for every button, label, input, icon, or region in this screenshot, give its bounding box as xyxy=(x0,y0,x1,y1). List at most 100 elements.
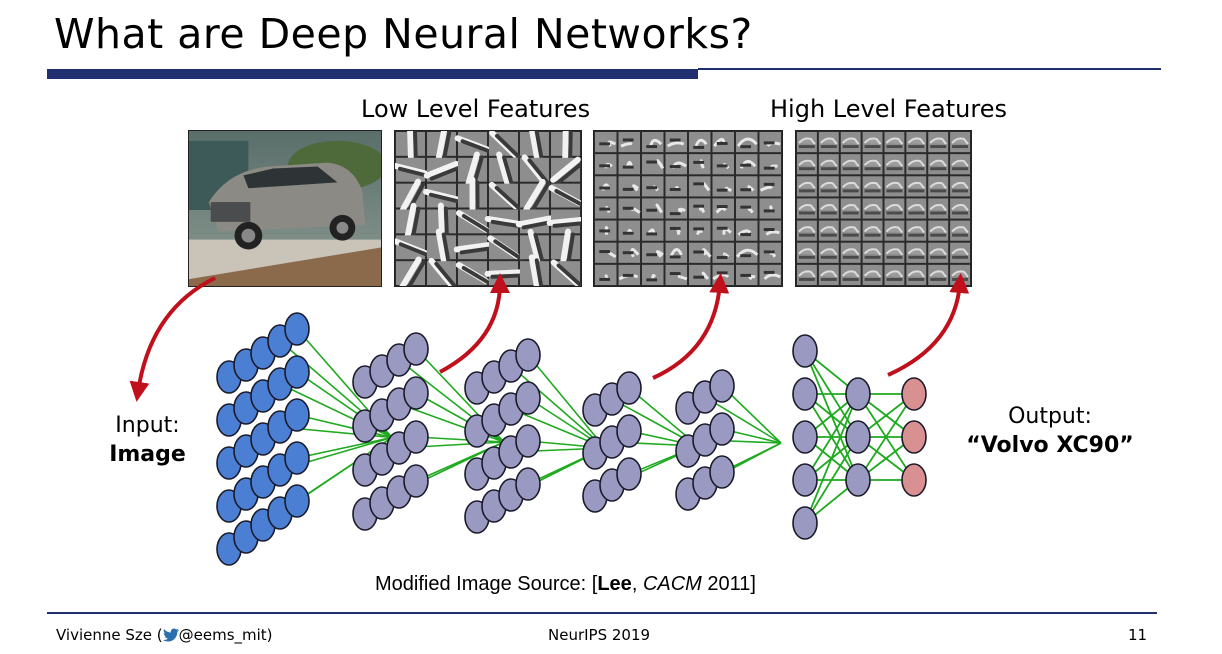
feature-tile xyxy=(862,220,883,241)
feature-tile xyxy=(928,131,949,153)
arrow-layer2-to-features-icon xyxy=(652,273,730,380)
footer-author-name: Vivienne Sze ( xyxy=(56,626,163,644)
dense-2-node xyxy=(845,377,871,411)
feature-tile xyxy=(423,157,464,182)
feature-tile xyxy=(906,242,927,263)
feature-tile xyxy=(519,228,550,268)
feature-tile xyxy=(840,242,861,263)
output-label-line2: “Volvo XC90” xyxy=(966,433,1134,458)
feature-tile xyxy=(712,242,735,263)
high-level-feature-map xyxy=(795,130,972,287)
feature-tile xyxy=(906,154,927,175)
feature-tile xyxy=(426,202,457,243)
feature-tile xyxy=(550,156,581,185)
footer-page-number: 11 xyxy=(1128,626,1148,644)
feature-tile xyxy=(735,242,759,263)
output-node xyxy=(901,377,927,411)
feature-tile xyxy=(519,154,552,188)
output-node xyxy=(901,463,927,497)
feature-tile xyxy=(759,264,782,286)
footer-handle: @eems_mit) xyxy=(178,626,273,644)
source-author: Lee xyxy=(597,573,632,595)
feature-tile xyxy=(735,264,758,286)
feature-tile xyxy=(594,242,617,263)
source-venue: CACM xyxy=(642,573,702,595)
feature-tile xyxy=(884,220,905,241)
feature-tile xyxy=(950,154,971,175)
feature-tile xyxy=(840,131,861,153)
feature-tile xyxy=(546,209,581,234)
feature-tile xyxy=(928,242,949,263)
feature-tile xyxy=(423,183,464,208)
dense-2-node xyxy=(845,463,871,497)
feature-tile xyxy=(618,131,641,153)
feature-tile xyxy=(796,220,817,241)
feature-tile xyxy=(735,220,758,241)
feature-tile xyxy=(618,154,641,175)
feature-tile xyxy=(488,151,519,190)
feature-tile xyxy=(426,131,457,165)
twitter-bird-icon xyxy=(162,628,179,646)
feature-tile xyxy=(928,198,949,219)
feature-tile xyxy=(840,154,861,175)
feature-tile xyxy=(759,154,782,175)
hidden-layer-1-node xyxy=(403,376,429,410)
feature-tile xyxy=(906,131,927,153)
dense-2-node xyxy=(845,420,871,454)
dense-1-node xyxy=(792,463,818,497)
feature-tile xyxy=(453,235,496,260)
feature-tile xyxy=(840,198,861,219)
feature-tile xyxy=(735,176,758,197)
hidden-layer-1-node xyxy=(403,332,429,366)
output-label: Output: “Volvo XC90” xyxy=(955,402,1145,460)
feature-tile xyxy=(796,154,817,175)
feature-tile xyxy=(712,176,735,197)
feature-tile xyxy=(618,242,641,263)
hidden-layer-2-node xyxy=(515,424,541,458)
feature-tile xyxy=(665,264,688,286)
feature-tile xyxy=(862,176,883,197)
feature-tile xyxy=(519,254,550,286)
input-node xyxy=(284,484,310,518)
feature-tile xyxy=(488,181,523,212)
hidden-layer-3-node xyxy=(616,371,642,405)
feature-tile xyxy=(818,154,839,175)
feature-tile xyxy=(688,154,711,175)
input-label-line2: Image xyxy=(109,442,186,467)
source-separator: , xyxy=(631,573,643,595)
feature-tile xyxy=(688,176,711,197)
feature-tile xyxy=(665,220,688,241)
feature-tile xyxy=(688,220,711,241)
feature-tile xyxy=(712,131,735,153)
hidden-layer-1-node xyxy=(403,420,429,454)
feature-tile xyxy=(594,176,617,197)
feature-tile xyxy=(906,198,927,219)
hidden-layer-4-node xyxy=(709,455,735,489)
footer-author: Vivienne Sze ( @eems_mit) xyxy=(56,626,273,646)
feature-tile xyxy=(928,176,949,197)
dense-1-node xyxy=(792,420,818,454)
feature-tile xyxy=(688,198,711,219)
network-edge xyxy=(804,393,859,481)
feature-tile xyxy=(488,131,522,160)
low-level-features-label: Low Level Features xyxy=(361,95,591,123)
feature-tile xyxy=(395,256,426,286)
feature-tile xyxy=(884,198,905,219)
feature-tile xyxy=(688,131,711,153)
feature-tile xyxy=(928,154,949,175)
feature-tile xyxy=(862,264,883,286)
feature-tile xyxy=(840,220,861,241)
feature-tile xyxy=(884,176,905,197)
feature-tile xyxy=(665,198,688,219)
input-node xyxy=(284,441,310,475)
feature-tile xyxy=(796,131,817,153)
feature-tile xyxy=(818,198,839,219)
title-underline-thick xyxy=(47,69,698,79)
feature-tile xyxy=(840,264,861,286)
input-node xyxy=(284,312,310,346)
source-suffix: 2011] xyxy=(701,573,756,595)
feature-tile xyxy=(548,183,581,208)
feature-tile xyxy=(884,242,905,263)
feature-tile xyxy=(928,220,949,241)
